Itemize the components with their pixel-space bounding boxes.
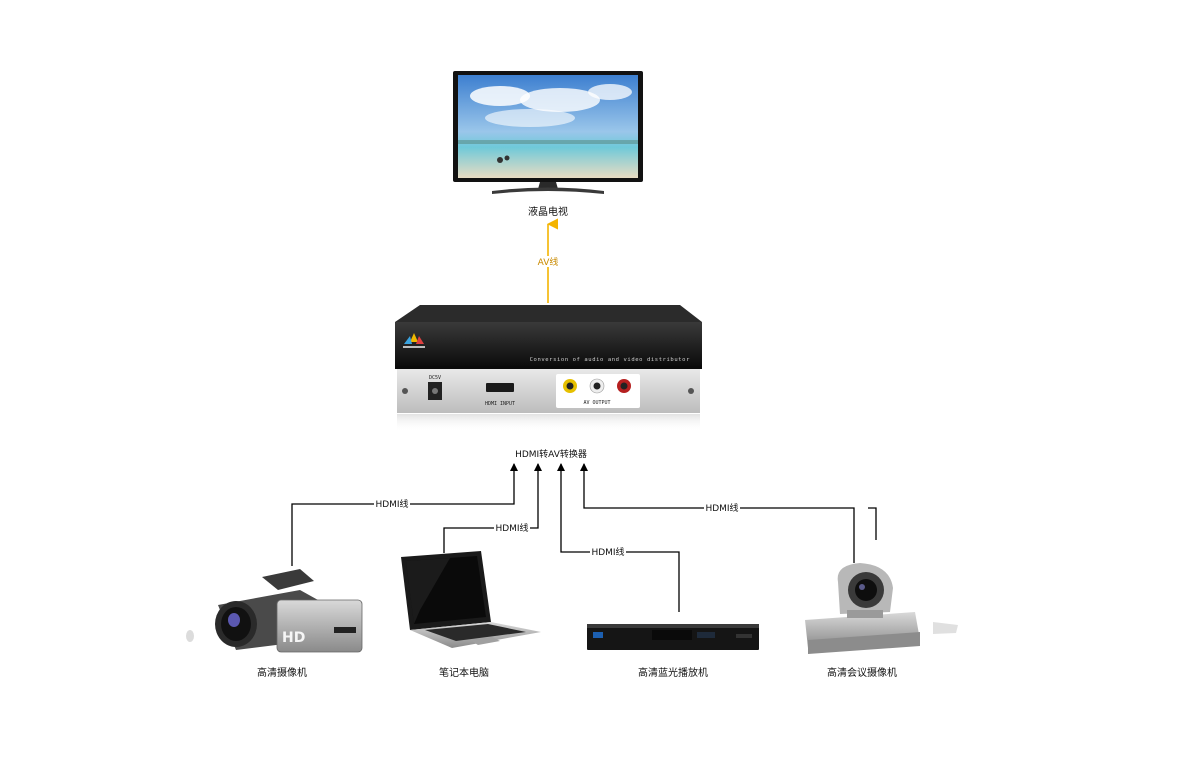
laptop bbox=[401, 551, 541, 648]
tv-label: 液晶电视 bbox=[528, 205, 568, 218]
converter-label: HDMI转AV转换器 bbox=[515, 448, 587, 460]
av-cable-label: AV线 bbox=[538, 256, 559, 268]
hdmi-cable-bluray-label: HDMI线 bbox=[591, 546, 624, 558]
av-output-ports bbox=[563, 378, 631, 394]
hdmi-cables: HDMI线 HDMI线 HDMI线 HDMI线 bbox=[291, 463, 877, 612]
hdmi-cable-laptop-label: HDMI线 bbox=[495, 522, 528, 534]
hdmi-cable-conference-arrow bbox=[580, 463, 588, 471]
bluray-player bbox=[587, 624, 759, 650]
conference-camera-label: 高清会议摄像机 bbox=[827, 666, 897, 679]
hdmi-cable-bluray bbox=[560, 464, 680, 612]
converter-box: Conversion of audio and video distributo… bbox=[395, 305, 702, 432]
hdmi-port-label: HDMI INPUT bbox=[485, 401, 515, 407]
box-reflection bbox=[397, 414, 700, 432]
hd-badge: HD bbox=[282, 630, 305, 646]
conference-camera bbox=[805, 563, 958, 654]
laptop-label: 笔记本电脑 bbox=[439, 666, 489, 679]
hd-camcorder: HD bbox=[186, 569, 363, 653]
hdmi-cable-bluray-arrow bbox=[557, 463, 565, 471]
lcd-tv bbox=[453, 71, 643, 194]
hdmi-cable-camcorder-label: HDMI线 bbox=[375, 498, 408, 510]
hdmi-cable-camcorder-arrow bbox=[510, 463, 518, 471]
brand-logo bbox=[403, 333, 425, 348]
av-port-label: AV OUTPUT bbox=[583, 400, 610, 406]
hdmi-input-port bbox=[486, 383, 514, 392]
converter-front-text: Conversion of audio and video distributo… bbox=[530, 357, 690, 363]
bluray-label: 高清蓝光播放机 bbox=[638, 666, 708, 679]
extra-cable-stub bbox=[868, 507, 877, 540]
hdmi-cable-laptop bbox=[443, 464, 539, 553]
hdmi-cable-conference-label: HDMI线 bbox=[705, 502, 738, 514]
hdmi-cable-laptop-arrow bbox=[534, 463, 542, 471]
converter-back-panel bbox=[397, 369, 700, 413]
camcorder-label: 高清摄像机 bbox=[257, 666, 307, 679]
power-port-label: DC5V bbox=[429, 375, 441, 381]
hdmi-cable-camcorder bbox=[291, 464, 515, 566]
